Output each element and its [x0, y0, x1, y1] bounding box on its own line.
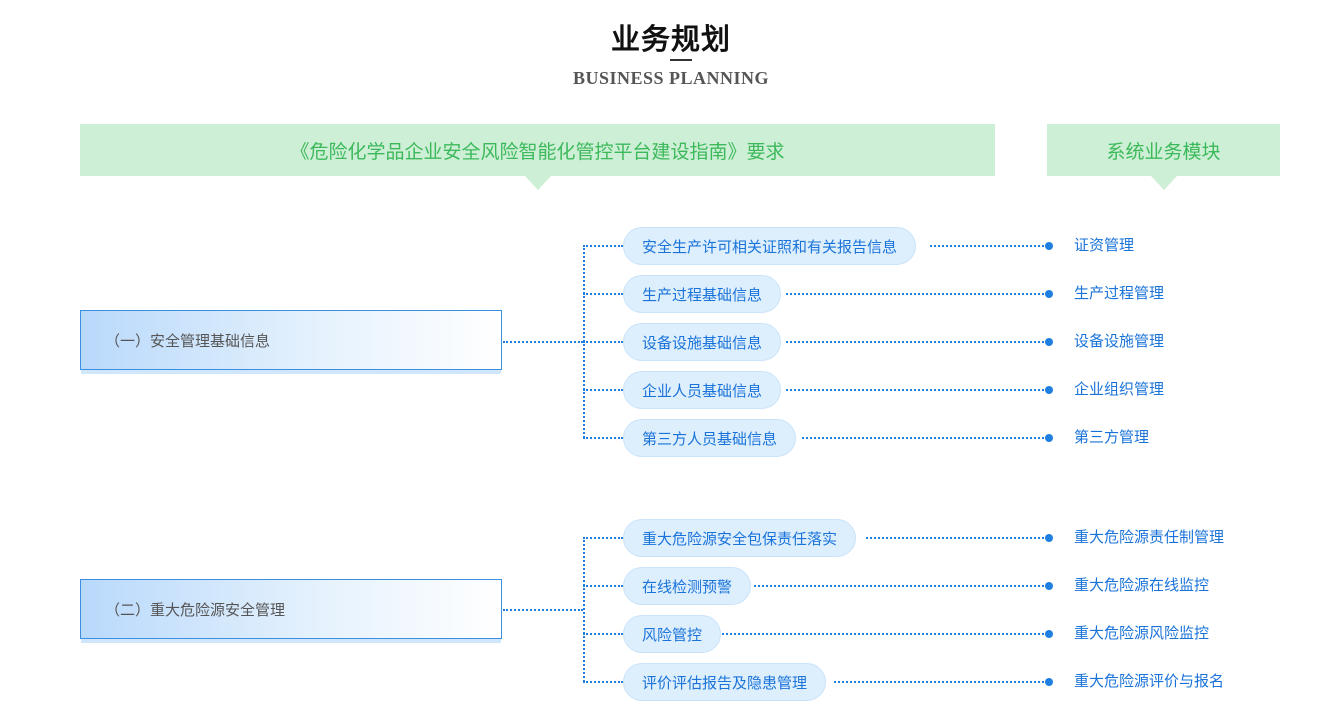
- connector-to-module: [754, 585, 1048, 587]
- page-title: 业务规划: [610, 22, 731, 56]
- connector-branch: [583, 293, 623, 295]
- connector-branch: [583, 681, 623, 683]
- title-divider: [670, 59, 692, 61]
- connector-dot: [1045, 386, 1053, 394]
- connector-to-module: [786, 389, 1048, 391]
- connector-to-module: [866, 537, 1048, 539]
- module-item[interactable]: 设备设施管理: [1074, 332, 1165, 350]
- modules-banner: 系统业务模块: [1047, 124, 1280, 190]
- category-major-hazard-management[interactable]: （二）重大危险源安全管理: [80, 579, 502, 639]
- requirement-pill[interactable]: 安全生产许可相关证照和有关报告信息: [623, 227, 917, 265]
- requirement-pill[interactable]: 重大危险源安全包保责任落实: [623, 519, 857, 557]
- connector-branch: [583, 633, 623, 635]
- requirement-pill[interactable]: 风险管控: [623, 615, 722, 653]
- requirements-banner: 《危险化学品企业安全风险智能化管控平台建设指南》要求: [80, 124, 995, 190]
- connector-branch: [583, 585, 623, 587]
- connector-dot: [1045, 678, 1053, 686]
- connector-to-module: [834, 681, 1048, 683]
- connector-dot: [1045, 290, 1053, 298]
- category-label: （一）安全管理基础信息: [105, 331, 271, 350]
- requirement-pill[interactable]: 在线检测预警: [623, 567, 752, 605]
- connector-category-0: [503, 341, 583, 343]
- connector-to-module: [722, 633, 1048, 635]
- connector-branch: [583, 537, 623, 539]
- connector-branch: [583, 389, 623, 391]
- connector-to-module: [786, 341, 1048, 343]
- connector-to-module: [802, 437, 1048, 439]
- module-item[interactable]: 重大危险源在线监控: [1074, 576, 1210, 594]
- connector-category-1: [503, 609, 583, 611]
- module-item[interactable]: 证资管理: [1074, 236, 1135, 254]
- requirement-pill[interactable]: 企业人员基础信息: [623, 371, 782, 409]
- page-subtitle: BUSINESS PLANNING: [572, 68, 770, 88]
- module-item[interactable]: 企业组织管理: [1074, 380, 1165, 398]
- requirement-pill[interactable]: 评价评估报告及隐患管理: [623, 663, 827, 701]
- connector-branch: [583, 341, 623, 343]
- connector-dot: [1045, 242, 1053, 250]
- requirement-pill[interactable]: 设备设施基础信息: [623, 323, 782, 361]
- module-item[interactable]: 重大危险源责任制管理: [1074, 528, 1225, 546]
- connector-dot: [1045, 434, 1053, 442]
- module-item[interactable]: 生产过程管理: [1074, 284, 1165, 302]
- module-item[interactable]: 第三方管理: [1074, 428, 1150, 446]
- module-item[interactable]: 重大危险源评价与报名: [1074, 672, 1225, 690]
- connector-dot: [1045, 630, 1053, 638]
- connector-dot: [1045, 338, 1053, 346]
- connector-to-module: [930, 245, 1048, 247]
- connector-to-module: [786, 293, 1048, 295]
- requirement-pill[interactable]: 生产过程基础信息: [623, 275, 782, 313]
- connector-branch: [583, 245, 623, 247]
- module-item[interactable]: 重大危险源风险监控: [1074, 624, 1210, 642]
- connector-branch: [583, 437, 623, 439]
- connector-trunk-1: [583, 537, 585, 682]
- requirement-pill[interactable]: 第三方人员基础信息: [623, 419, 797, 457]
- connector-dot: [1045, 582, 1053, 590]
- category-safety-basic-info[interactable]: （一）安全管理基础信息: [80, 310, 502, 370]
- category-label: （二）重大危险源安全管理: [105, 600, 286, 619]
- connector-dot: [1045, 534, 1053, 542]
